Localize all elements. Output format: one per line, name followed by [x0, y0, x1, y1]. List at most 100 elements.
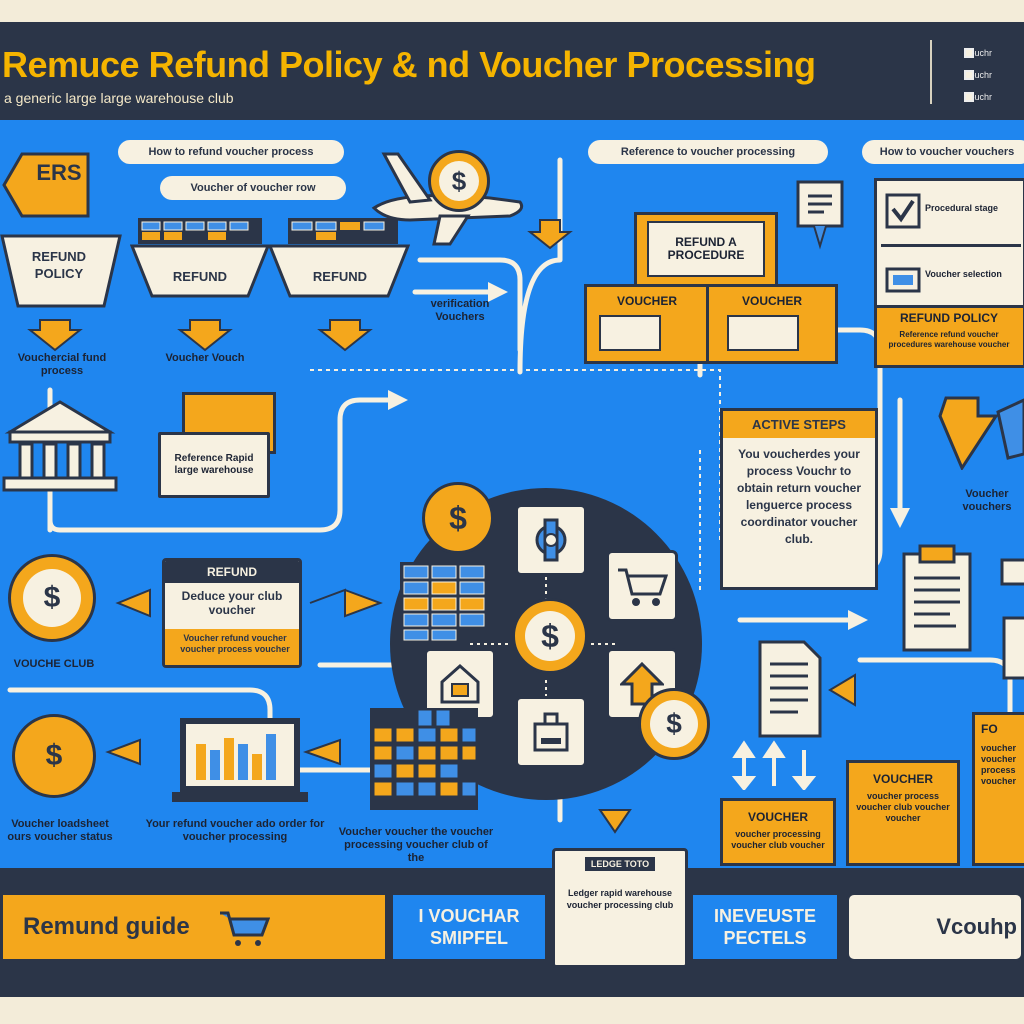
message-icon — [796, 180, 844, 250]
legend-item[interactable]: Vouchr — [964, 88, 1024, 106]
voucher-document-text: Reference Rapid large warehouse — [174, 453, 254, 476]
legend-item[interactable]: Vouchr — [964, 66, 1024, 84]
refund-card-title: REFUND — [165, 561, 299, 583]
bank-icon — [2, 400, 118, 492]
bin-refund-2-label: REFUND — [312, 269, 368, 284]
coin-icon: $ — [8, 554, 96, 642]
active-steps-body: You voucherdes your process Vouchr to ob… — [736, 447, 861, 546]
up-down-arrows-icon — [731, 740, 817, 790]
refund-procedure-box[interactable]: REFUND A PROCEDURE — [634, 212, 778, 292]
footer: Remund guide I VOUCHAR SMIPFEL INEVEUSTE… — [0, 876, 1024, 976]
calendar-grid-icon — [370, 708, 478, 810]
clipboard-icon — [902, 544, 972, 652]
bin-refund-1-label: REFUND — [172, 269, 228, 284]
voucher-box-2-label: VOUCHER — [741, 294, 802, 308]
gear-tile[interactable] — [515, 504, 587, 576]
pill-voucher-howto[interactable]: How to voucher vouchers — [862, 140, 1024, 164]
hub-coin-icon: $ — [512, 598, 588, 674]
active-steps-card[interactable]: ACTIVE STEPS You voucherdes your process… — [720, 408, 878, 590]
right-edge-title: FO — [981, 722, 998, 736]
voucher-small-body: voucher processing voucher club voucher — [731, 829, 825, 850]
investment-label: INEVEUSTE PECTELS — [713, 906, 817, 948]
vouch-caption: Voucher Vouch — [165, 352, 245, 364]
shield-check-icon — [885, 193, 921, 229]
refund-card-body: Deduce your club voucher — [181, 589, 283, 617]
legend-label: Vouchr — [964, 48, 993, 58]
investment-button[interactable]: INEVEUSTE PECTELS — [690, 892, 840, 962]
bin-refund-2 — [268, 218, 410, 298]
checkbox-icon — [964, 92, 974, 102]
gear-icon — [535, 518, 567, 562]
voucher-box-1[interactable]: VOUCHER — [584, 284, 710, 364]
pill-voucher-row[interactable]: Voucher of voucher row — [160, 176, 346, 200]
coin-icon: $ — [428, 150, 490, 212]
ledger-title: LEDGE TOTO — [585, 857, 655, 871]
voucher-big-body: voucher process voucher club voucher vou… — [856, 791, 950, 823]
sign-label: ERS — [36, 160, 82, 185]
active-steps-title: ACTIVE STEPS — [723, 411, 875, 438]
shopping-cart-icon — [618, 568, 668, 606]
coin-icon: $ — [422, 482, 494, 554]
store-icon — [440, 663, 480, 704]
header — [0, 22, 1024, 120]
down-arrow-icon — [938, 396, 1024, 470]
bin-refund-policy-label: REFUND POLICY — [31, 249, 87, 281]
legend-label: Vouchr — [964, 70, 993, 80]
grid-caption: Voucher voucher the voucher processing v… — [338, 826, 494, 864]
ledger-body: Ledger rapid warehouse voucher processin… — [566, 888, 674, 910]
voucher-simple-button[interactable]: I VOUCHAR SMIPFEL — [390, 892, 548, 962]
ledger-card[interactable]: LEDGE TOTO Ledger rapid warehouse vouche… — [552, 848, 688, 968]
voucher-document[interactable]: Reference Rapid large warehouse — [158, 432, 270, 498]
bottom-left-caption: Voucher loadsheet ours voucher status — [7, 818, 113, 843]
page-subtitle: a generic large large warehouse club — [4, 90, 234, 106]
currency-symbol: $ — [525, 611, 575, 661]
document-icon — [758, 640, 822, 738]
header-divider — [930, 40, 932, 104]
spreadsheet-icon — [400, 562, 488, 642]
voucher-small-title: VOUCHER — [747, 810, 808, 824]
shopping-cart-icon — [219, 911, 270, 946]
cash-icon — [885, 267, 921, 293]
legend-item[interactable]: Vouchr — [964, 44, 1024, 62]
bin-refund-policy — [0, 234, 122, 308]
checkbox-icon — [964, 48, 974, 58]
price-tag-icon — [2, 152, 90, 218]
policy-text: Reference refund voucher procedures ware… — [888, 330, 1010, 349]
refund-guide-label: Remund guide — [23, 913, 190, 940]
voucher-card[interactable]: VOUCHER voucher process voucher club vou… — [846, 760, 960, 866]
legend-label: Vouchr — [964, 92, 993, 102]
currency-symbol: $ — [439, 161, 479, 201]
bin-refund-1 — [130, 218, 270, 298]
currency-symbol: $ — [23, 569, 81, 627]
voucher-button-label: Vcouhp — [936, 914, 1017, 939]
diagram-canvas: How to refund voucher process Reference … — [0, 120, 1024, 868]
pill-voucher-reference[interactable]: Reference to voucher processing — [588, 140, 828, 164]
voucher-button[interactable]: Vcouhp — [846, 892, 1024, 962]
laptop-chart-icon — [172, 718, 308, 802]
voucher-box-2[interactable]: VOUCHER — [706, 284, 838, 364]
checkbox-icon — [964, 70, 974, 80]
right-edge-body: voucher voucher process voucher — [981, 743, 1017, 786]
cash-register-icon — [533, 712, 569, 752]
refund-procedure-label: REFUND A PROCEDURE — [667, 235, 745, 262]
voucher-big-title: VOUCHER — [872, 772, 933, 786]
refund-card[interactable]: REFUND Deduce your club voucher Voucher … — [162, 558, 302, 668]
voucher-simple-label: I VOUCHAR SMIPFEL — [418, 906, 520, 948]
coin-icon: $ — [12, 714, 96, 798]
voucher-club-label: VOUCHE CLUB — [13, 658, 95, 670]
right-edge-card[interactable]: FO voucher voucher process voucher — [972, 712, 1024, 866]
partial-doc-icon — [1000, 558, 1024, 680]
register-tile[interactable] — [515, 696, 587, 768]
plane-caption: verification Vouchers — [430, 298, 490, 323]
right-caption: Voucher vouchers — [962, 488, 1012, 513]
pill-refund-process[interactable]: How to refund voucher process — [118, 140, 344, 164]
voucher-processing-card[interactable]: VOUCHER voucher processing voucher club … — [720, 798, 836, 866]
cart-tile[interactable] — [606, 550, 678, 622]
policy-title: REFUND POLICY — [899, 311, 998, 325]
refund-guide-button[interactable]: Remund guide — [0, 892, 388, 962]
laptop-caption: Your refund voucher ado order for vouche… — [145, 818, 325, 843]
policy-panel[interactable]: Procedural stage Voucher selection REFUN… — [874, 178, 1024, 368]
page-title: Remuce Refund Policy & nd Voucher Proces… — [2, 44, 816, 85]
refund-card-footer: Voucher refund voucher voucher process v… — [165, 629, 299, 665]
currency-symbol: $ — [650, 700, 698, 748]
